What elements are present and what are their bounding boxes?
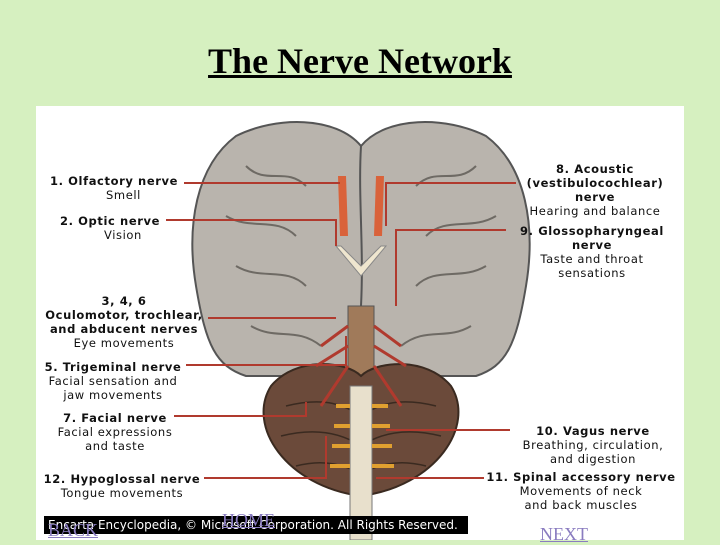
brain-fissure — [359, 145, 363, 307]
leader-lines-right — [376, 182, 516, 479]
label-heading: Oculomotor, trochlear, — [45, 308, 203, 322]
label-heading: 3, 4, 6 — [101, 294, 147, 308]
olfactory-bulb-left — [338, 176, 348, 236]
label-vagus-nerve: 10. Vagus nerve Breathing, circulation, … — [508, 424, 678, 466]
label-function: and taste — [85, 439, 145, 453]
label-trigeminal-nerve: 5. Trigeminal nerve Facial sensation and… — [40, 360, 186, 402]
label-heading: 11. Spinal accessory nerve — [486, 470, 676, 484]
leader-lines-left — [166, 182, 347, 479]
label-heading: 12. Hypoglossal nerve — [43, 472, 201, 486]
label-heading: 8. Acoustic — [556, 162, 634, 176]
copyright-credit: Encarta Encyclopedia, © Microsoft Corpor… — [44, 516, 468, 534]
label-heading: 2. Optic nerve — [60, 214, 160, 228]
label-function: and digestion — [550, 452, 636, 466]
label-function: Eye movements — [73, 336, 175, 350]
label-function: Vision — [104, 228, 142, 242]
label-heading: 7. Facial nerve — [63, 411, 167, 425]
label-function: Taste and throat — [540, 252, 644, 266]
label-heading: 10. Vagus nerve — [536, 424, 650, 438]
label-function: Tongue movements — [60, 486, 184, 500]
page-title: The Nerve Network — [208, 41, 512, 81]
label-heading: (vestibulocochlear) — [526, 176, 664, 190]
back-link[interactable]: BACK — [48, 520, 99, 540]
spinal-cord — [349, 385, 373, 540]
brain-illustration — [166, 121, 531, 540]
label-heading: nerve — [575, 190, 615, 204]
label-heading: nerve — [572, 238, 612, 252]
label-acoustic-nerve: 8. Acoustic (vestibulocochlear) nerve He… — [512, 162, 678, 218]
olfactory-bulb-right — [374, 176, 384, 236]
label-olfactory-nerve: 1. Olfactory nerve Smell — [50, 174, 178, 202]
spinal-roots — [330, 404, 394, 468]
label-function: Smell — [106, 188, 141, 202]
label-function: Hearing and balance — [529, 204, 661, 218]
optic-chiasm — [334, 245, 388, 277]
label-facial-nerve: 7. Facial nerve Facial expressions and t… — [56, 411, 174, 453]
label-heading: 5. Trigeminal nerve — [44, 360, 182, 374]
next-link[interactable]: NEXT — [540, 524, 588, 544]
label-ocular-nerves: 3, 4, 6 Oculomotor, trochlear, and abduc… — [40, 294, 208, 350]
label-heading: and abducent nerves — [49, 322, 199, 336]
label-optic-nerve: 2. Optic nerve Vision — [60, 214, 160, 242]
label-function: sensations — [558, 266, 626, 280]
label-spinal-accessory-nerve: 11. Spinal accessory nerve Movements of … — [484, 470, 678, 512]
brain-gyri-right — [400, 165, 497, 347]
cerebellum-folia — [280, 401, 442, 475]
nerve-roots — [315, 324, 407, 407]
label-heading: 1. Olfactory nerve — [50, 174, 178, 188]
label-function: jaw movements — [63, 388, 163, 402]
label-heading: 9. Glossopharyngeal — [520, 224, 664, 238]
label-function: Facial expressions — [57, 425, 173, 439]
label-function: Movements of neck — [519, 484, 643, 498]
label-glossopharyngeal-nerve: 9. Glossopharyngeal nerve Taste and thro… — [506, 224, 678, 280]
label-function: Facial sensation and — [48, 374, 178, 388]
label-function: Breathing, circulation, — [522, 438, 664, 452]
home-link[interactable]: HOME — [222, 510, 275, 530]
label-hypoglossal-nerve: 12. Hypoglossal nerve Tongue movements — [42, 472, 202, 500]
nerve-diagram-panel: 1. Olfactory nerve Smell 2. Optic nerve … — [36, 106, 684, 540]
label-function: and back muscles — [524, 498, 638, 512]
brain-gyri-left — [225, 165, 322, 347]
